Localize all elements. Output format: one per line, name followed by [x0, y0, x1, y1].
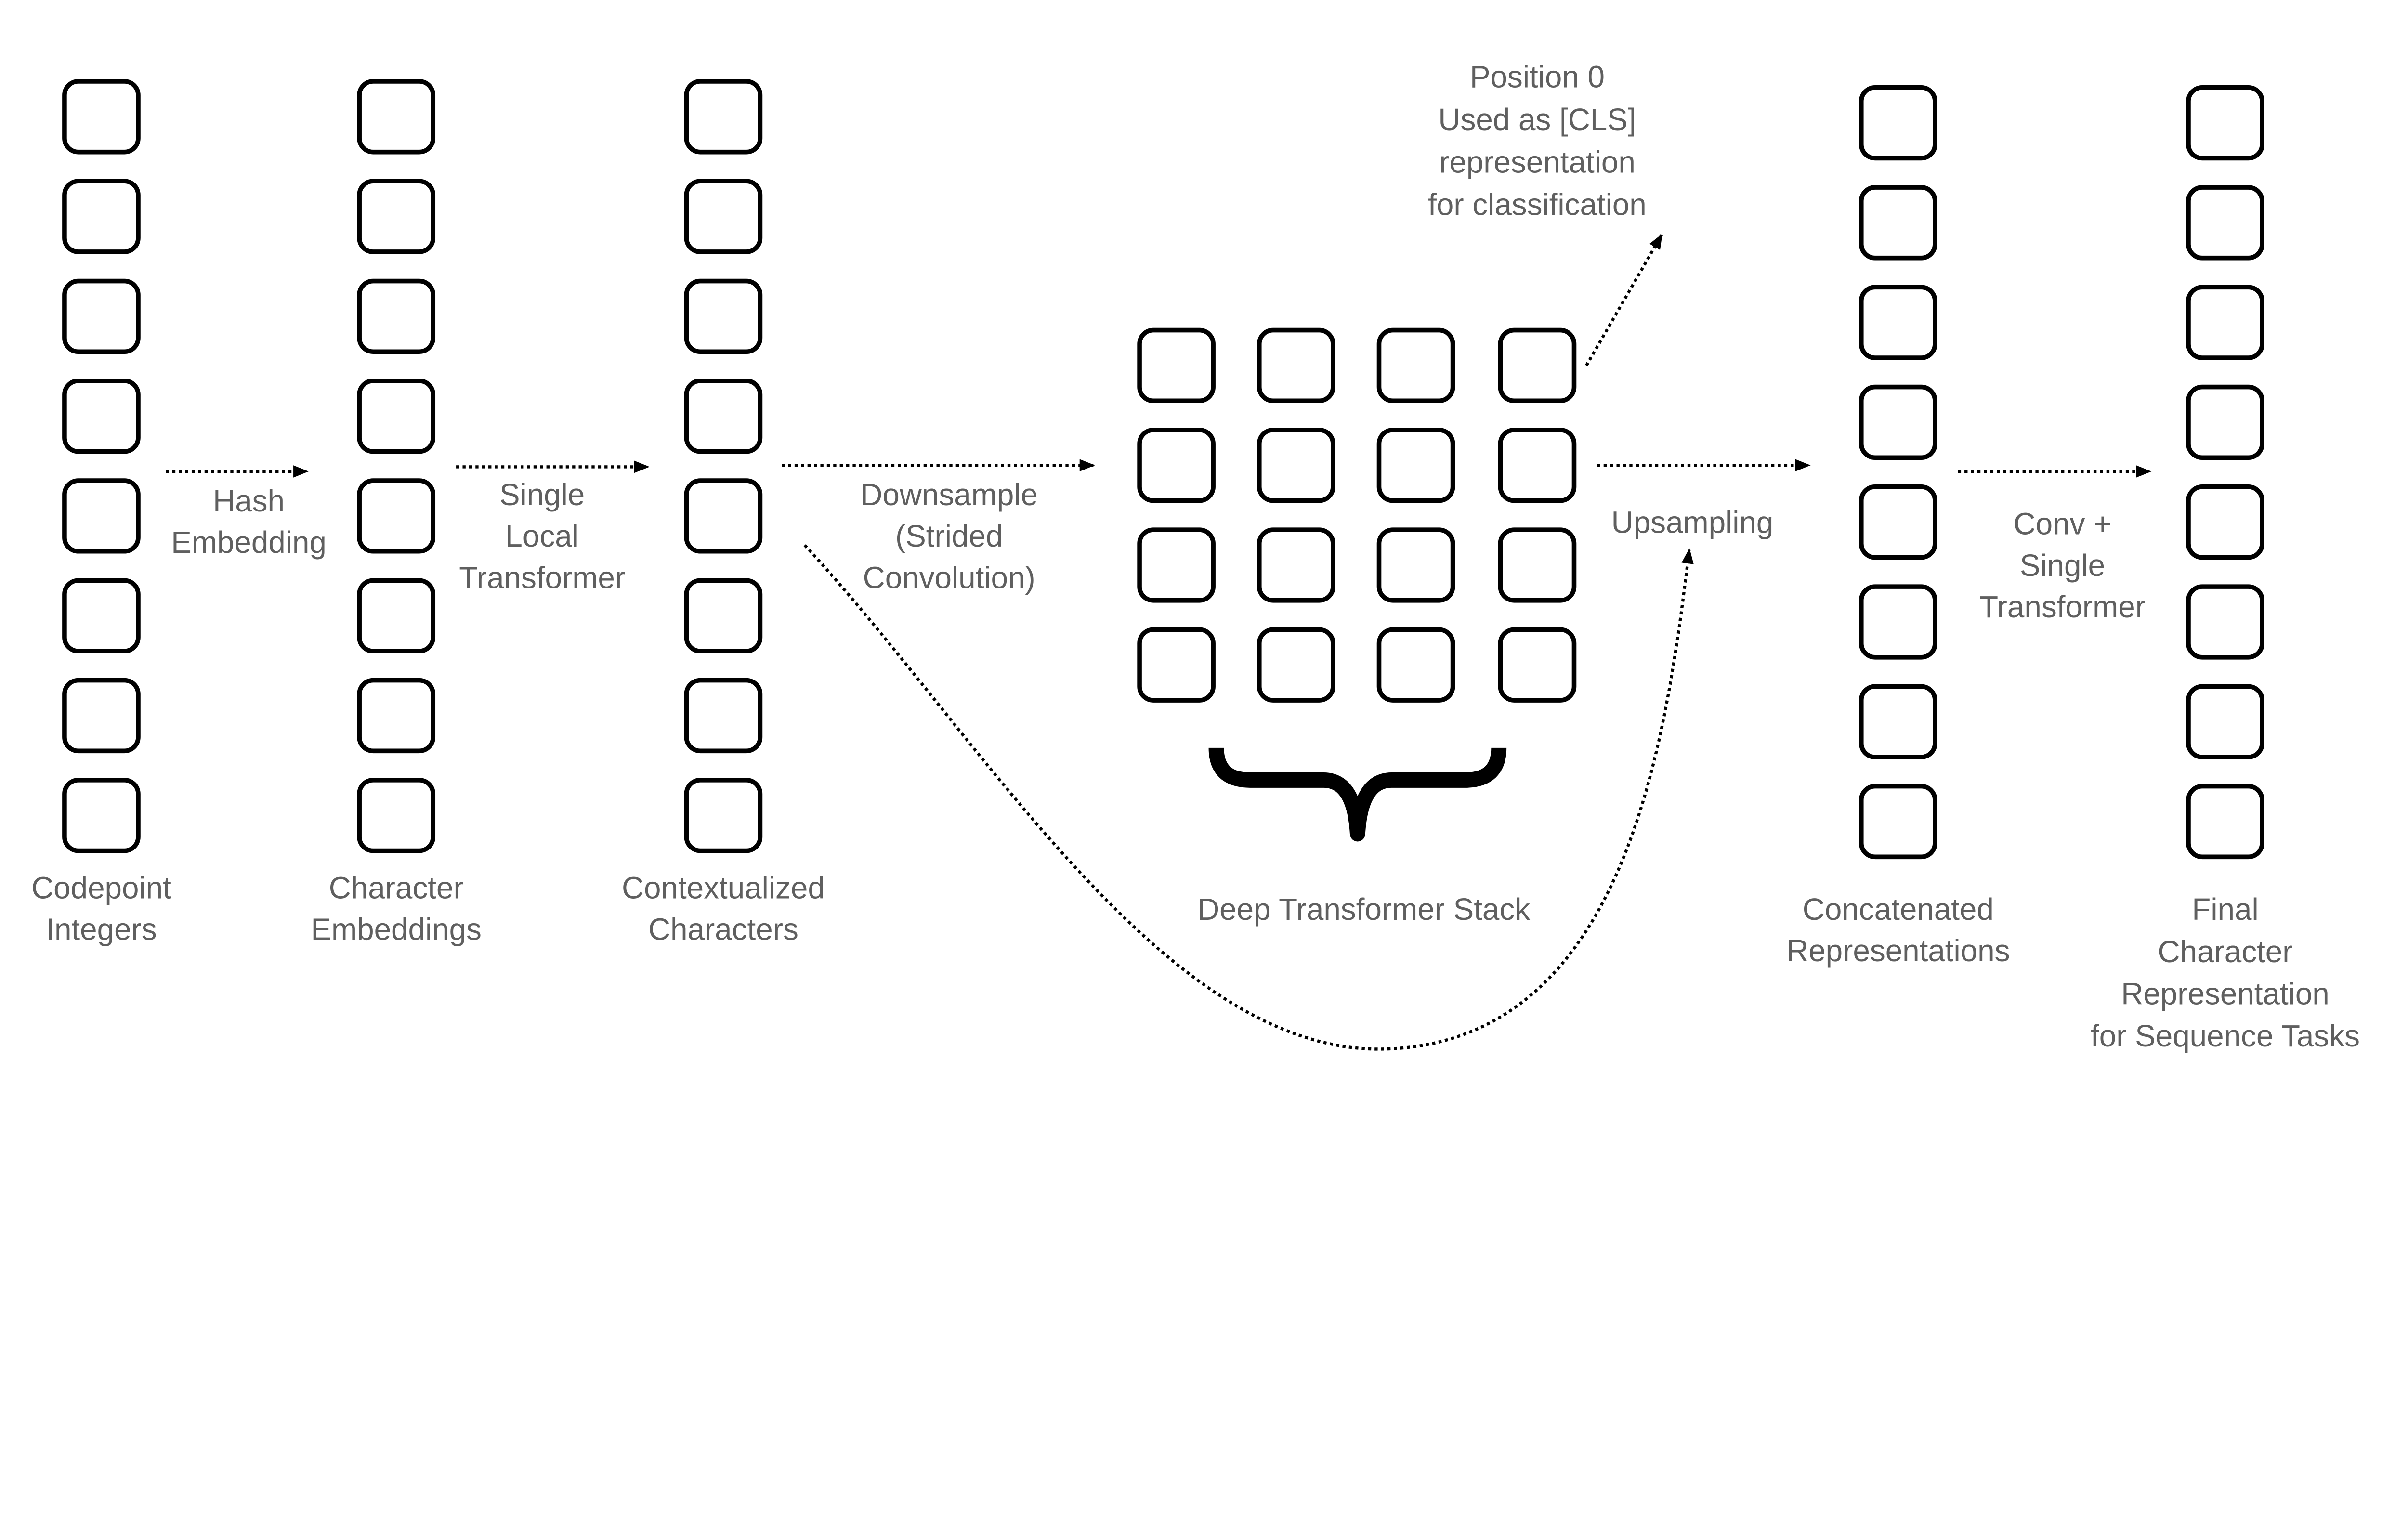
final-box — [2186, 684, 2264, 759]
concatenated-box — [1859, 384, 1937, 460]
labels: CodepointIntegersCharacterEmbeddingsCont… — [31, 60, 2360, 1053]
final-representation-label: Representation — [2121, 976, 2329, 1011]
char-embedding-box — [357, 278, 436, 354]
local-transformer-label: Transformer — [459, 560, 625, 595]
final-box — [2186, 784, 2264, 860]
contextualized-box — [684, 578, 763, 653]
contextualized-characters-label: Contextualized — [622, 870, 825, 905]
contextualized-box — [684, 379, 763, 454]
final-box — [2186, 285, 2264, 360]
final-box — [2186, 484, 2264, 560]
codepoint-box — [62, 578, 141, 653]
final-representation-label: for Sequence Tasks — [2091, 1019, 2360, 1053]
final-box — [2186, 384, 2264, 460]
deep-stack-box — [1257, 527, 1335, 603]
cls-arrow — [1585, 234, 1663, 366]
cls-note: representation — [1439, 144, 1636, 179]
concatenated-box — [1859, 85, 1937, 161]
deep-stack-box — [1376, 527, 1455, 603]
contextualized-box — [684, 478, 763, 554]
concatenated-box — [1859, 784, 1937, 860]
deep-stack-box — [1137, 428, 1216, 503]
deep-stack-box — [1257, 428, 1335, 503]
deep-stack-box — [1498, 327, 1577, 404]
deep-stack-box — [1137, 327, 1216, 404]
char-embedding-box — [357, 778, 436, 853]
downsample-label: Convolution) — [863, 560, 1035, 595]
final-box — [2186, 584, 2264, 660]
codepoint-box — [62, 179, 141, 254]
local-transformer-label: Local — [505, 519, 578, 553]
conv-transformer-label: Conv + — [2014, 507, 2112, 541]
char-embedding-box — [357, 478, 436, 554]
deep-stack-box — [1498, 527, 1577, 603]
char-embedding-box — [357, 179, 436, 254]
hash-embedding-label: Embedding — [171, 525, 327, 560]
contextualized-characters-label: Characters — [648, 912, 798, 947]
conv-transformer-label: Transformer — [1979, 589, 2146, 624]
codepoint-box — [62, 678, 141, 754]
concatenated-box — [1859, 584, 1937, 660]
hash-embedding-label: Hash — [213, 484, 285, 518]
deep-stack-box — [1376, 627, 1455, 703]
contextualized-box — [684, 278, 763, 354]
final-box — [2186, 85, 2264, 161]
concatenated-box — [1859, 185, 1937, 261]
deep-stack-box — [1257, 627, 1335, 703]
deep-stack-brace — [1208, 747, 1507, 842]
char-embedding-box — [357, 578, 436, 653]
residual-skip-arrow — [803, 544, 1694, 1051]
codepoint-box — [62, 278, 141, 354]
codepoint-box — [62, 79, 141, 155]
concatenated-box — [1859, 484, 1937, 560]
deep-stack-box — [1257, 327, 1335, 404]
char-embedding-box — [357, 79, 436, 155]
character-embeddings-label: Embeddings — [311, 912, 481, 947]
box-groups — [62, 79, 2264, 860]
cls-note: Position 0 — [1470, 60, 1605, 94]
concatenated-representations-label: Representations — [1786, 933, 2010, 968]
deep-stack-box — [1498, 627, 1577, 703]
codepoint-box — [62, 778, 141, 853]
deep-transformer-stack-label: Deep Transformer Stack — [1197, 892, 1530, 927]
contextualized-box — [684, 678, 763, 754]
contextualized-box — [684, 79, 763, 155]
local-transformer-label: Single — [499, 477, 585, 512]
downsample-label: (Strided — [895, 519, 1003, 553]
concatenated-box — [1859, 285, 1937, 360]
contextualized-box — [684, 179, 763, 254]
codepoint-integers-label: Codepoint — [31, 870, 171, 905]
cls-note: Used as [CLS] — [1438, 102, 1636, 137]
concatenated-representations-label: Concatenated — [1803, 892, 1994, 927]
deep-stack-box — [1137, 627, 1216, 703]
codepoint-box — [62, 478, 141, 554]
codepoint-integers-label: Integers — [46, 912, 157, 947]
deep-stack-box — [1376, 327, 1455, 404]
character-embeddings-label: Character — [329, 870, 464, 905]
codepoint-box — [62, 379, 141, 454]
upsampling-label: Upsampling — [1611, 505, 1774, 540]
final-representation-label: Final — [2192, 892, 2258, 927]
concatenated-box — [1859, 684, 1937, 759]
deep-stack-box — [1376, 428, 1455, 503]
final-box — [2186, 185, 2264, 261]
deep-stack-box — [1137, 527, 1216, 603]
cls-note: for classification — [1428, 187, 1647, 222]
conv-transformer-label: Single — [2020, 548, 2105, 583]
downsample-label: Downsample — [860, 477, 1038, 512]
deep-stack-box — [1498, 428, 1577, 503]
contextualized-box — [684, 778, 763, 853]
final-representation-label: Character — [2158, 934, 2293, 969]
char-embedding-box — [357, 678, 436, 754]
char-embedding-box — [357, 379, 436, 454]
canine-architecture-diagram: CodepointIntegersCharacterEmbeddingsCont… — [31, 60, 2360, 1053]
